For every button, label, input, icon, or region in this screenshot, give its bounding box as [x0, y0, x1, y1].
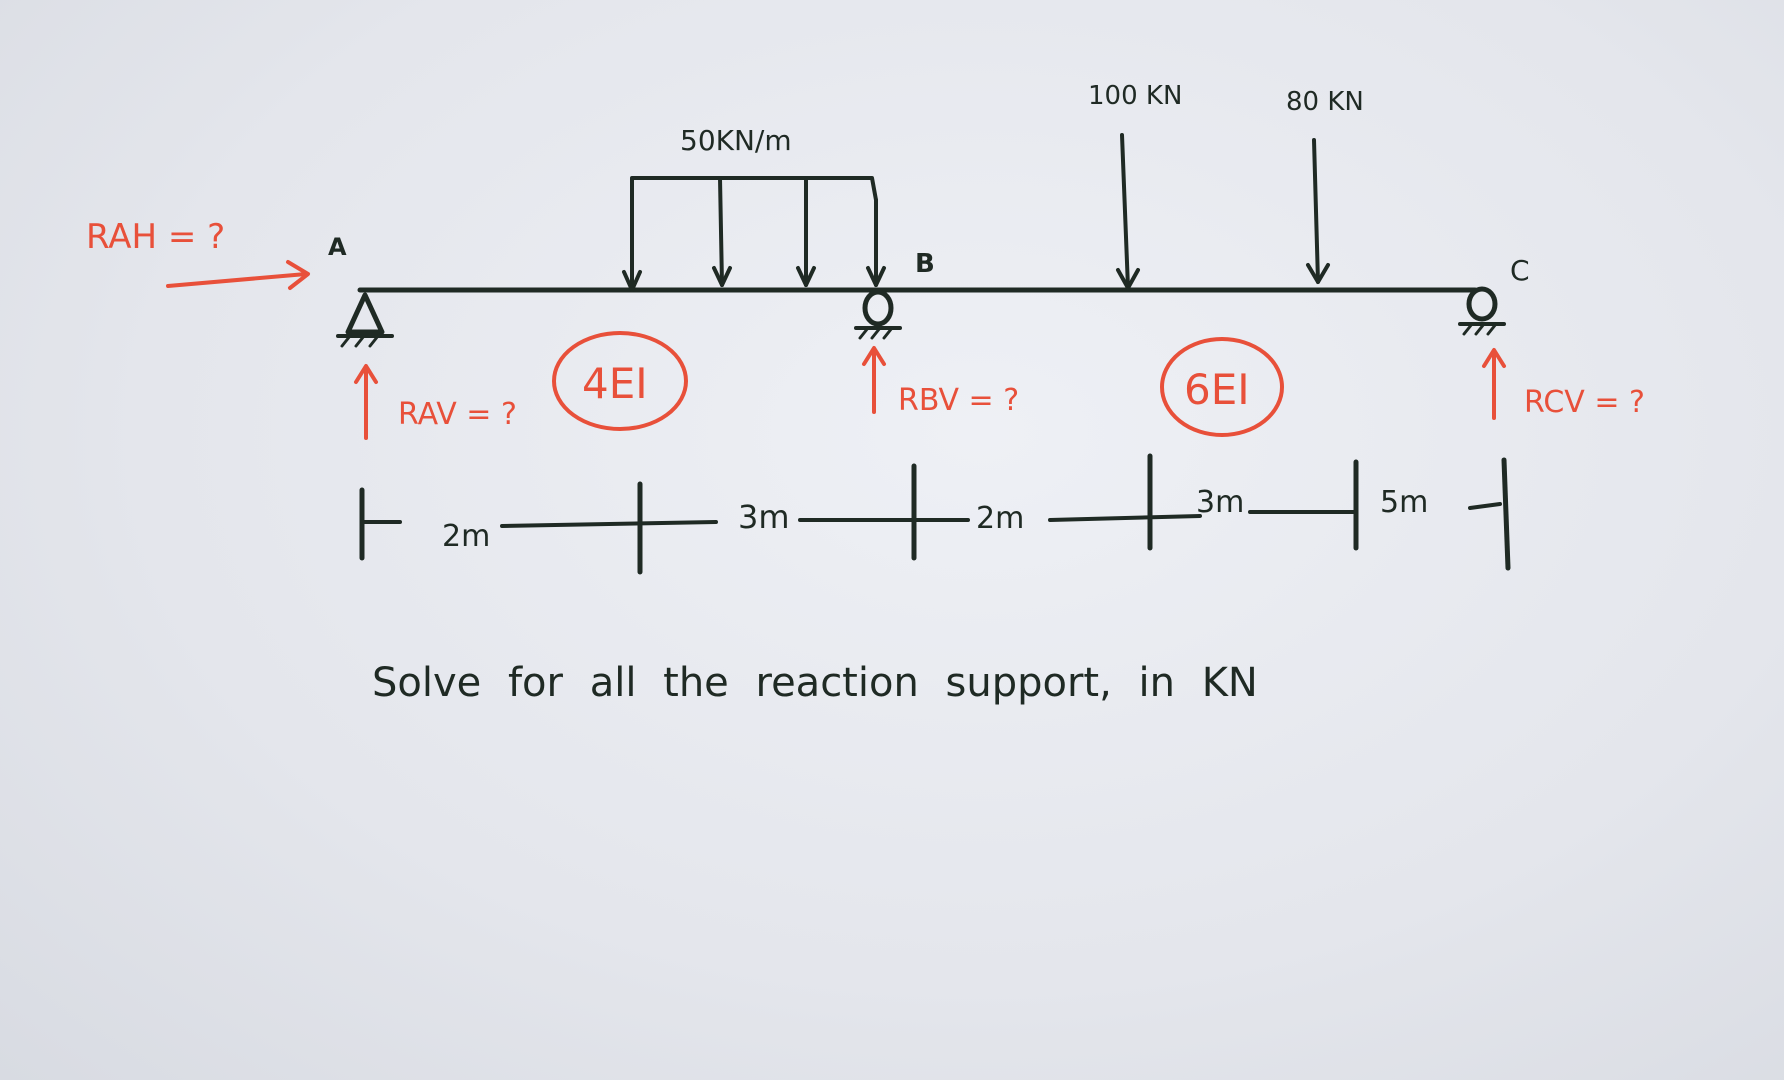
reaction-rcv-label: RCV = ?: [1524, 385, 1645, 420]
node-b-label: B: [915, 249, 935, 279]
distributed-load: [622, 176, 886, 292]
point-load-2-label: 80 KN: [1286, 87, 1364, 117]
node-a-label: A: [328, 233, 347, 261]
stiffness-4ei-circle: [552, 331, 688, 431]
point-load-1-label: 100 KN: [1088, 81, 1182, 111]
node-c-label: C: [1510, 254, 1530, 287]
dimension-label-2: 3m: [738, 498, 790, 536]
stiffness-6ei-circle: [1160, 337, 1284, 437]
roller-support-b: [854, 289, 902, 340]
stiffness-6ei-label: 6EI: [1184, 365, 1250, 414]
reaction-rav-arrow: [354, 364, 378, 440]
roller-support-c: [1458, 286, 1506, 336]
reaction-rcv-arrow: [1482, 348, 1506, 420]
dimension-line: [359, 453, 1511, 575]
reaction-rbv-arrow: [862, 346, 886, 414]
reaction-rah-label: RAH = ?: [86, 217, 225, 257]
dimension-label-3: 2m: [976, 501, 1024, 536]
dimension-label-4: 3m: [1196, 485, 1244, 520]
reaction-rav-label: RAV = ?: [398, 397, 517, 432]
dimension-label-5: 5m: [1380, 485, 1428, 520]
stiffness-4ei-label: 4EI: [582, 359, 648, 408]
reaction-rbv-label: RBV = ?: [898, 383, 1019, 418]
pin-support-a: [336, 292, 394, 348]
point-load-1-arrow: [1116, 133, 1140, 290]
instruction-text: Solve for all the reaction support, in K…: [372, 660, 1258, 706]
dimension-label-1: 2m: [442, 519, 490, 554]
reaction-rah-arrow: [166, 260, 310, 290]
point-load-2-arrow: [1306, 138, 1330, 284]
distributed-load-label: 50KN/m: [680, 124, 792, 157]
